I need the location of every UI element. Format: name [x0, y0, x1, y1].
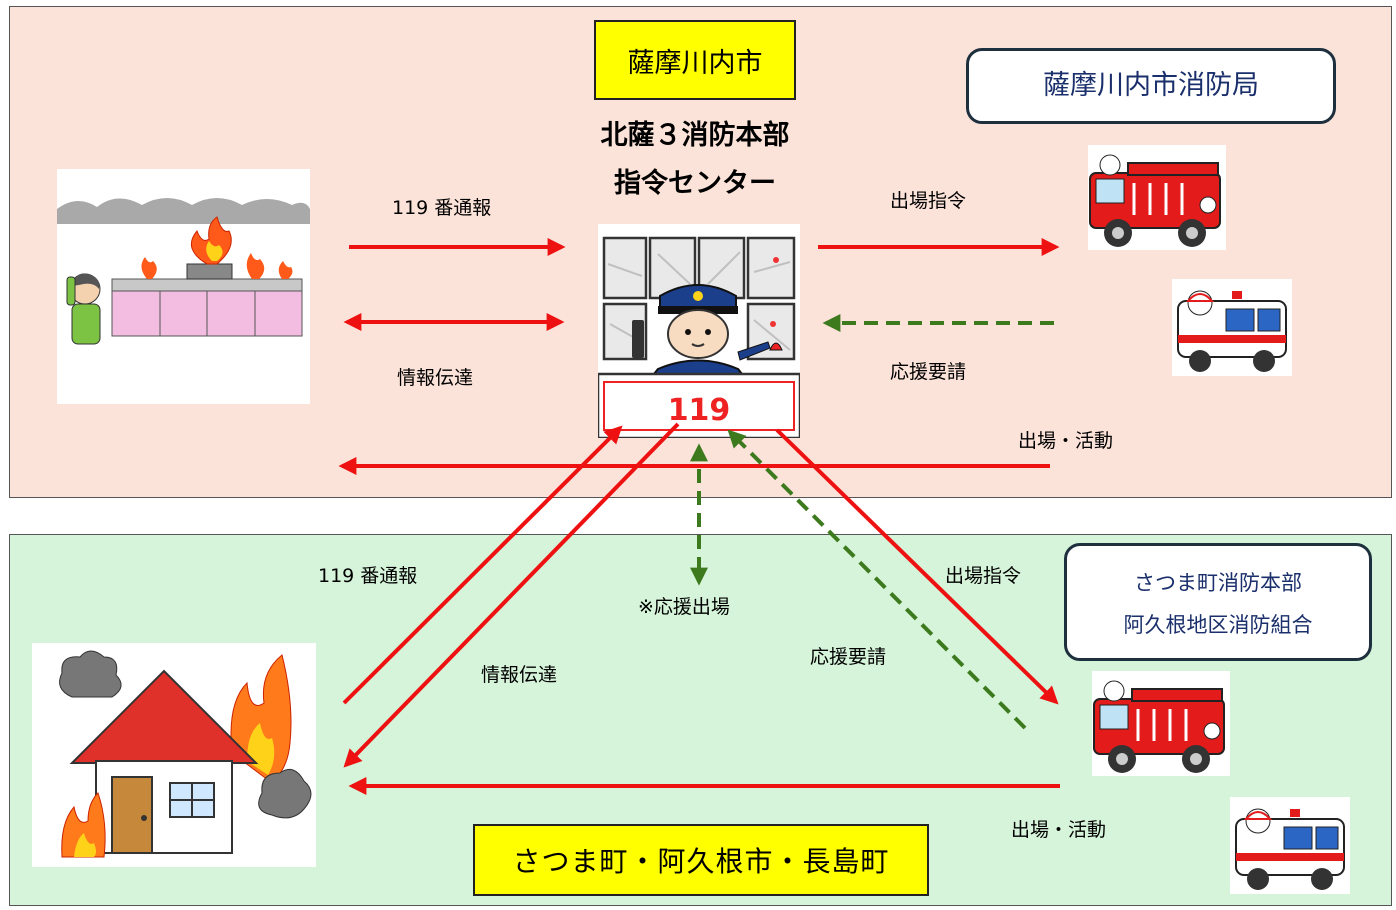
label-top-support-request: 応援要請 — [890, 361, 967, 383]
fire-department-name-1: さつま町消防本部 — [1134, 571, 1302, 595]
label-bottom-info: 情報伝達 — [481, 664, 558, 686]
command-center-title-line1: 北薩３消防本部 — [600, 120, 790, 151]
label-bottom-activity: 出場・活動 — [1011, 819, 1107, 841]
ambulance-top-illustration — [1172, 279, 1292, 376]
kitchen-fire-illustration — [57, 169, 310, 404]
label-bottom-call: 119 番通報 — [318, 565, 418, 587]
label-bottom-support-request: 応援要請 — [810, 646, 887, 668]
fire-department-satsumasendai: 薩摩川内市消防局 — [966, 48, 1336, 124]
fire-department-satsuma-akune: さつま町消防本部 阿久根地区消防組合 — [1064, 543, 1372, 661]
panel-number: 119 — [668, 393, 731, 428]
fire-engine-bottom-illustration — [1092, 671, 1230, 776]
label-top-activity: 出場・活動 — [1018, 430, 1114, 452]
label-support-dispatch: ※応援出場 — [638, 596, 730, 618]
house-fire-illustration — [32, 643, 316, 867]
arrow-bottom-support-request — [727, 429, 1027, 730]
label-bottom-dispatch: 出場指令 — [945, 565, 1022, 587]
city-label-satsumasendai: 薩摩川内市 — [594, 20, 796, 100]
fire-department-name-2: 阿久根地区消防組合 — [1123, 613, 1313, 637]
command-center-title: 北薩３消防本部 指令センター — [560, 112, 830, 208]
fire-engine-top-illustration — [1088, 145, 1226, 250]
fire-department-name: 薩摩川内市消防局 — [1043, 70, 1259, 101]
command-center-illustration: 119 — [596, 224, 802, 440]
arrow-bottom-call — [342, 425, 623, 705]
arrow-bottom-info — [343, 422, 680, 768]
ambulance-bottom-illustration — [1230, 797, 1350, 894]
arrow-bottom-dispatch — [775, 428, 1059, 705]
label-top-dispatch: 出場指令 — [890, 190, 967, 212]
command-center-title-line2: 指令センター — [614, 168, 776, 199]
city-label-northern-towns: さつま町・阿久根市・長島町 — [473, 824, 929, 896]
label-top-call: 119 番通報 — [392, 197, 492, 219]
label-top-info: 情報伝達 — [397, 367, 474, 389]
